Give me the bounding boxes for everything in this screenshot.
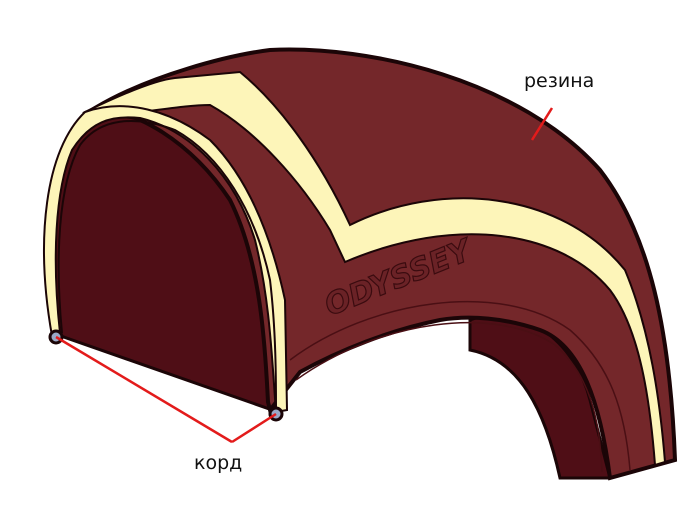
tire-sidewall-line-2 [295,321,603,473]
cord-callout-line-right [231,412,277,444]
rubber-label: резина [524,70,595,92]
tire-cream-left-edge [43,105,289,414]
cord-label: корд [194,452,243,474]
tire-rubber-body [88,47,678,481]
tire-sidewall-line-1 [289,300,631,471]
tire-inner-edge-line [57,120,277,411]
rubber-callout-line [530,107,554,141]
cord-callout-line-left [55,335,233,444]
